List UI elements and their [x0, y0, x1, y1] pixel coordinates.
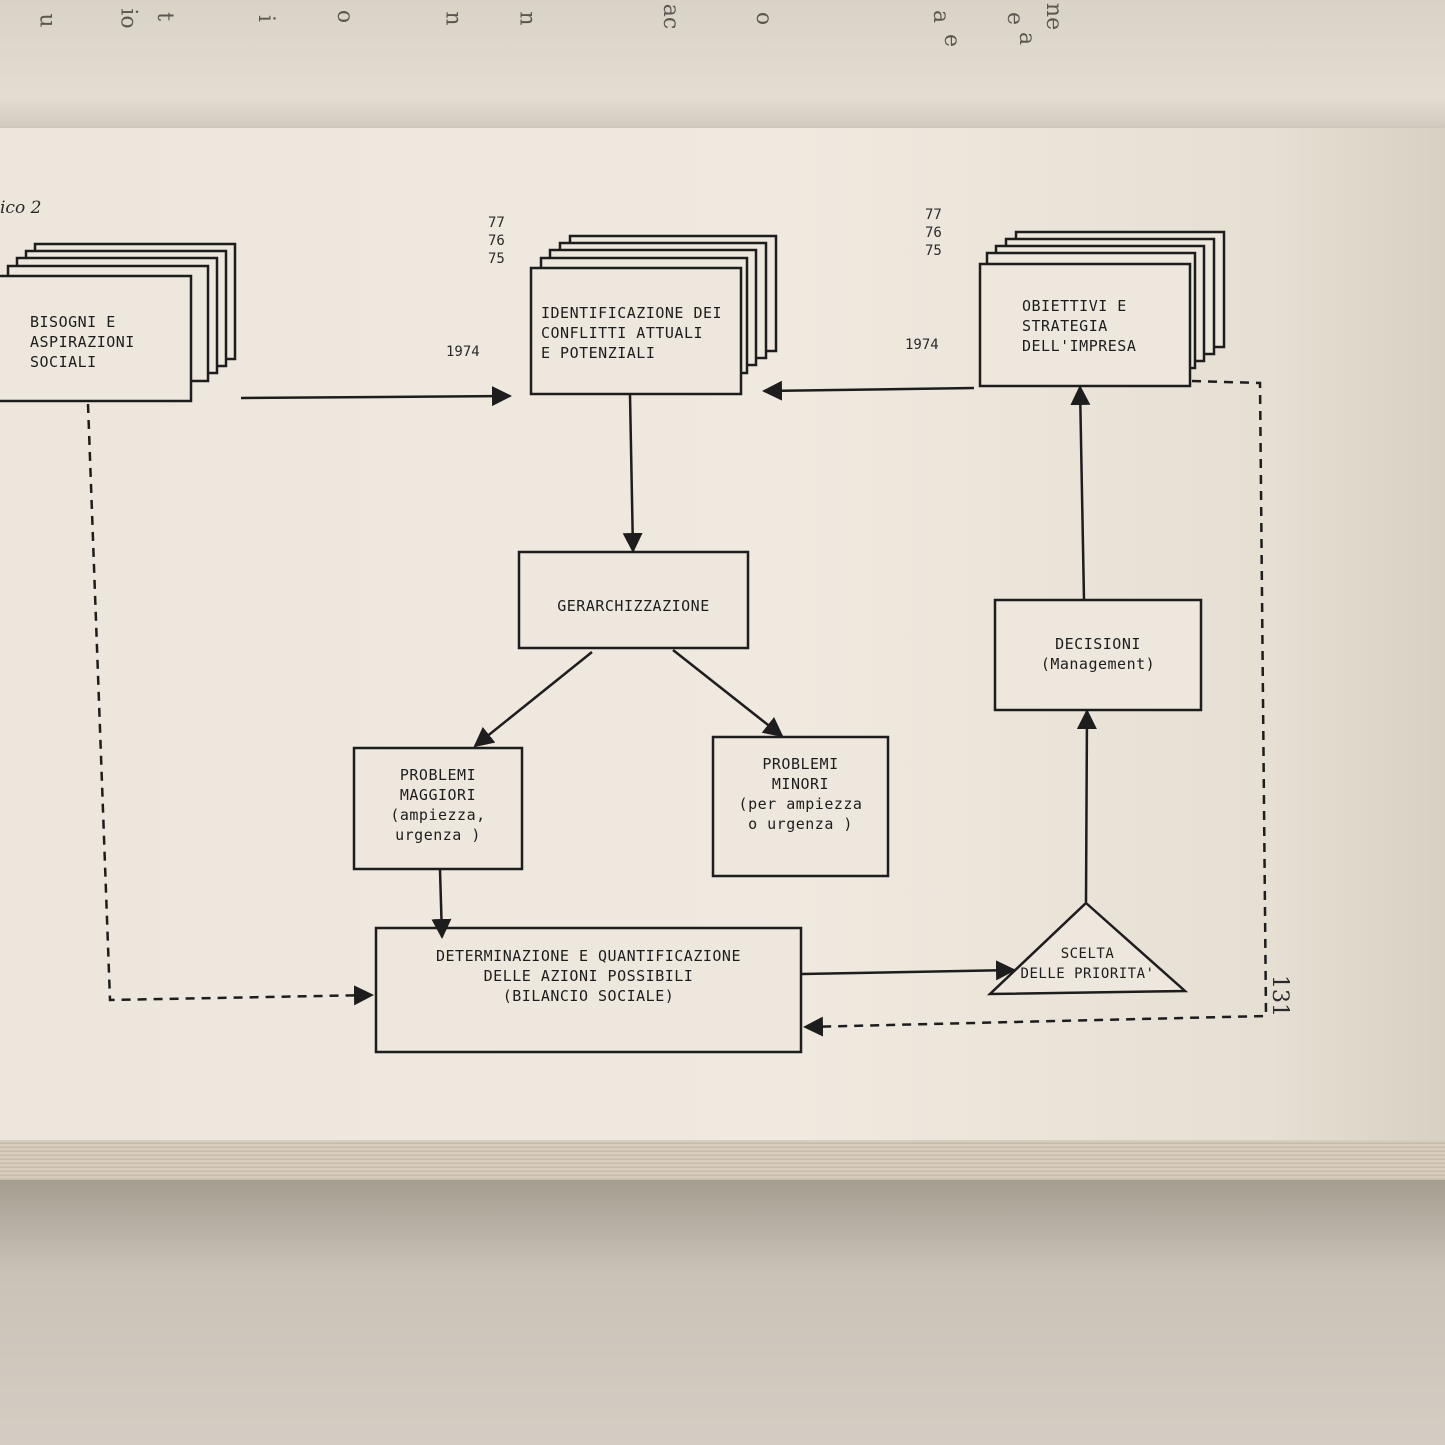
arrow-obiettivi-to-identificazione	[762, 380, 975, 401]
node-determinazione-label: DETERMINAZIONE E QUANTIFICAZIONE DELLE A…	[436, 947, 741, 1005]
node-problemi-maggiori-label: PROBLEMI MAGGIORI (ampiezza, urgenza )	[390, 766, 486, 844]
arrow-decisioni-to-obiettivi	[1070, 385, 1091, 601]
node-determinazione	[374, 926, 803, 1054]
node-decisioni	[993, 598, 1203, 712]
stack-box-bisogni	[0, 242, 237, 403]
node-identificazione	[529, 266, 743, 396]
arrow-maggiori-to-determinazione	[431, 869, 452, 939]
node-problemi-minori-label: PROBLEMI MINORI (per ampiezza o urgenza …	[738, 755, 863, 833]
year-label-right: 1974	[905, 337, 939, 353]
node-scelta-label: SCELTA DELLE PRIORITA'	[1020, 946, 1155, 982]
node-problemi-minori	[711, 735, 890, 878]
node-bisogni	[0, 274, 193, 403]
figure-label: ico 2	[0, 198, 42, 218]
node-obiettivi	[978, 262, 1192, 388]
arrow-to-problemi-minori	[672, 649, 784, 738]
stack-box-obiettivi	[978, 230, 1226, 388]
page-block-edges	[0, 1140, 1445, 1180]
node-problemi-maggiori	[352, 746, 524, 871]
year-stack-right: 77 76 75	[925, 207, 942, 259]
node-gerarchizzazione-label: GERARCHIZZAZIONE	[557, 597, 710, 615]
year-label-left: 1974	[446, 344, 480, 360]
node-bisogni-label: BISOGNI E ASPIRAZIONI SOCIALI	[30, 313, 135, 371]
node-scelta	[986, 901, 1189, 996]
dashed-obiettivi-to-determinazione	[803, 379, 1268, 1037]
arrow-to-problemi-maggiori	[473, 651, 593, 748]
node-decisioni-label: DECISIONI (Management)	[1040, 635, 1156, 673]
dashed-bisogni-to-determinazione	[86, 403, 374, 1006]
arrow-bisogni-to-identificazione	[240, 386, 512, 407]
arrow-identificazione-to-gerarchizzazione	[622, 394, 643, 553]
node-identificazione-label: IDENTIFICAZIONE DEI CONFLITTI ATTUALI E …	[541, 304, 723, 362]
year-stack-middle: 77 76 75	[488, 215, 505, 267]
node-gerarchizzazione	[517, 550, 750, 650]
stack-box-identificazione	[529, 234, 778, 396]
arrow-scelta-to-decisioni	[1076, 709, 1097, 903]
table-surface	[0, 1180, 1445, 1445]
arrow-determinazione-to-scelta	[801, 960, 1016, 981]
node-obiettivi-label: OBIETTIVI E STRATEGIA DELL'IMPRESA	[1022, 297, 1137, 355]
previous-page-edge	[0, 0, 1445, 140]
